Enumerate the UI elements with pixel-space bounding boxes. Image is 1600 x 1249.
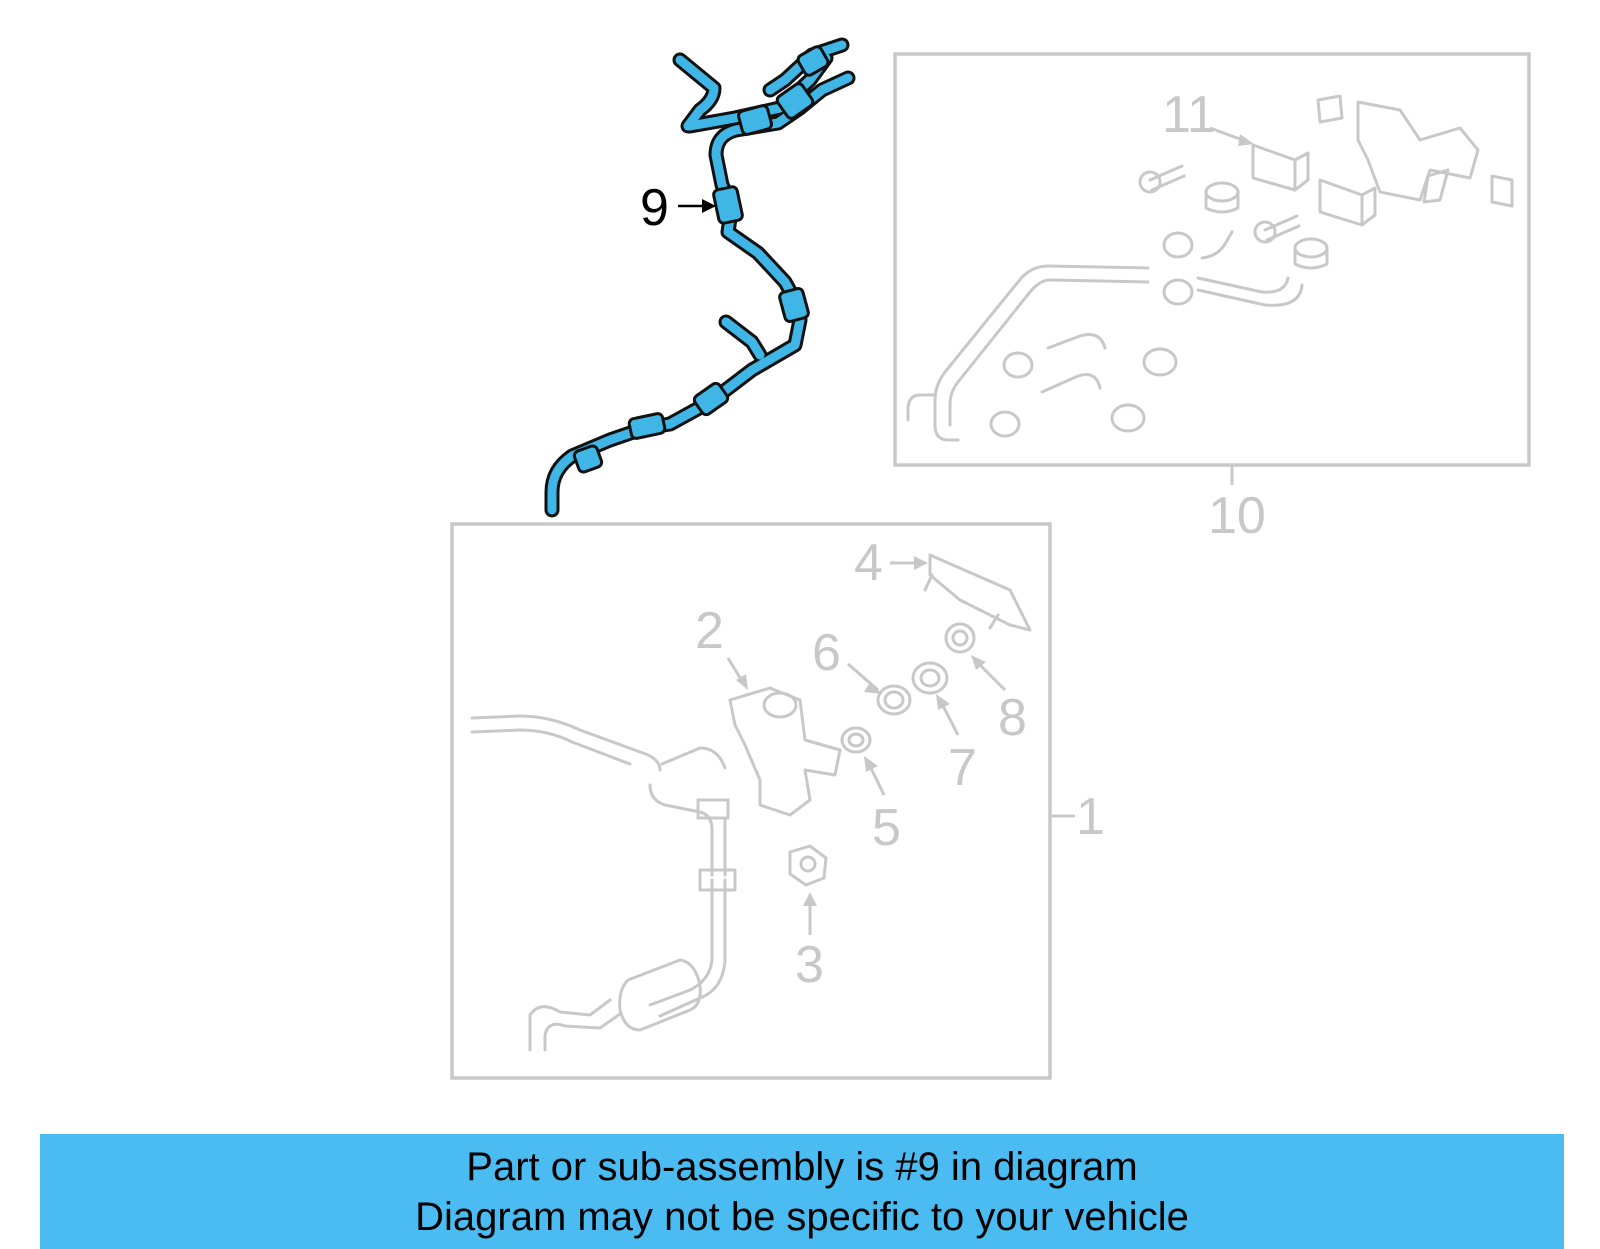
subassembly-1-box bbox=[450, 522, 1052, 1080]
callout-2: 2 bbox=[695, 602, 724, 660]
callout-5: 5 bbox=[872, 799, 901, 857]
subassembly-1-group: 1 2 3 bbox=[450, 522, 1105, 1080]
subassembly-10-group: 10 11 bbox=[893, 52, 1531, 545]
callout-9: 9 bbox=[640, 179, 669, 237]
callout-10: 10 bbox=[1208, 487, 1266, 545]
caption-line-1: Part or sub-assembly is #9 in diagram bbox=[466, 1144, 1138, 1189]
callout-11: 11 bbox=[1162, 86, 1216, 144]
callout-3: 3 bbox=[795, 936, 824, 994]
caption-banner: Part or sub-assembly is #9 in diagram Di… bbox=[40, 1134, 1564, 1249]
callout-6: 6 bbox=[812, 624, 841, 682]
callout-8: 8 bbox=[998, 689, 1027, 747]
caption-line-2: Diagram may not be specific to your vehi… bbox=[415, 1194, 1189, 1239]
callout-7: 7 bbox=[948, 739, 977, 797]
part-9-tube[interactable] bbox=[544, 37, 856, 518]
callout-1: 1 bbox=[1076, 788, 1105, 846]
subassembly-10-box bbox=[893, 52, 1531, 467]
callout-4: 4 bbox=[854, 534, 883, 592]
